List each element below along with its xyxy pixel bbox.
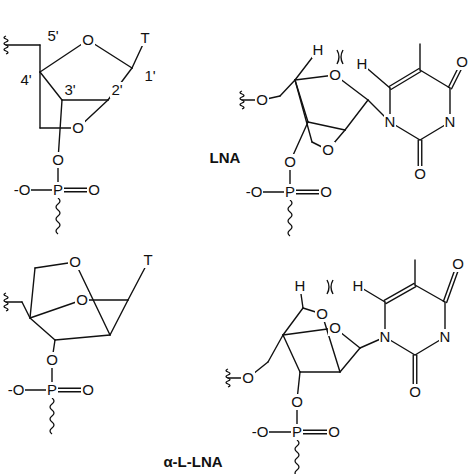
bond-line [283,308,303,335]
bond-line [420,70,450,88]
bond-line [22,302,30,318]
atom-label: N [379,329,392,345]
bond-line [414,260,415,285]
position-number: 4' [19,72,32,88]
atom-label: O [71,120,85,136]
bond-line [384,283,414,300]
atom-label: O [328,320,342,336]
atom-label: O [87,182,101,198]
bond-line [108,68,132,100]
squiggle [337,50,339,64]
bond-line [415,285,445,302]
atom-label: O [413,166,427,182]
bond-line [30,268,35,318]
atom-label: O [241,370,255,386]
bond-line [75,262,110,335]
atom-label: T [142,252,153,268]
position-number: 3' [63,82,76,98]
squiggle [341,50,343,64]
squiggle [50,398,54,434]
squiggle [288,200,292,236]
atom-label: O [408,384,422,400]
bond-line [62,99,108,100]
atom-label: O [290,394,304,410]
bond-line [268,335,283,362]
bond-line [40,72,62,100]
bond-line [6,301,22,302]
bond-line [391,72,421,90]
atom-label: H [356,56,369,72]
atom-label: O [283,154,297,170]
atom-label: P [284,184,296,200]
atom-label: O [81,32,95,48]
bond-line [340,348,360,372]
bond-line [280,80,295,96]
atom-label: P [291,424,303,440]
atom-label: -O [245,184,264,200]
atom-label: P [46,382,58,398]
atom-label: O [315,306,329,322]
bond-line [6,44,40,45]
atom-label: O [255,92,269,108]
atom-label: O [75,292,89,308]
bond-line [345,100,368,130]
atom-label: O [45,352,59,368]
atom-label: O [328,67,342,83]
atom-label: O [81,382,95,398]
atom-label: -O [251,424,270,440]
atom-label: O [327,424,341,440]
bond-line [30,318,55,340]
atom-label: N [439,329,452,345]
atom-label: O [451,256,465,272]
atom-label: -O [7,382,26,398]
atom-label: N [444,114,457,130]
squiggle [295,440,299,474]
atom-label: O [51,152,65,168]
bond-line [82,299,128,300]
bond-line [300,371,340,372]
bond-line [419,44,420,70]
atom-label: -O [13,182,32,198]
atom-label: H [294,278,307,294]
atom-label: O [319,184,333,200]
bond-line [386,287,416,304]
position-number: 2' [110,82,123,98]
bond-line [389,68,419,86]
bond-line [58,100,62,160]
atom-label: O [68,254,82,270]
squiggle [327,280,329,294]
atom-label: H [312,42,325,58]
bond-line [55,335,110,340]
position-number: 5' [46,28,59,44]
atom-label: N [384,114,397,130]
atom-label: P [52,182,64,198]
compound-name: LNA [209,150,242,166]
bond-line [308,122,345,130]
compound-name: α-L-LNA [162,454,223,470]
position-number: 1' [143,68,156,84]
bond-line [39,45,40,72]
atom-label: O [321,142,335,158]
bond-line [110,300,128,335]
atom-label: H [352,278,365,294]
atom-label: T [139,30,150,46]
atom-label: O [455,54,469,70]
bond-line [39,72,40,128]
squiggle [56,198,60,234]
squiggle [331,280,333,294]
bond-line [283,335,300,372]
